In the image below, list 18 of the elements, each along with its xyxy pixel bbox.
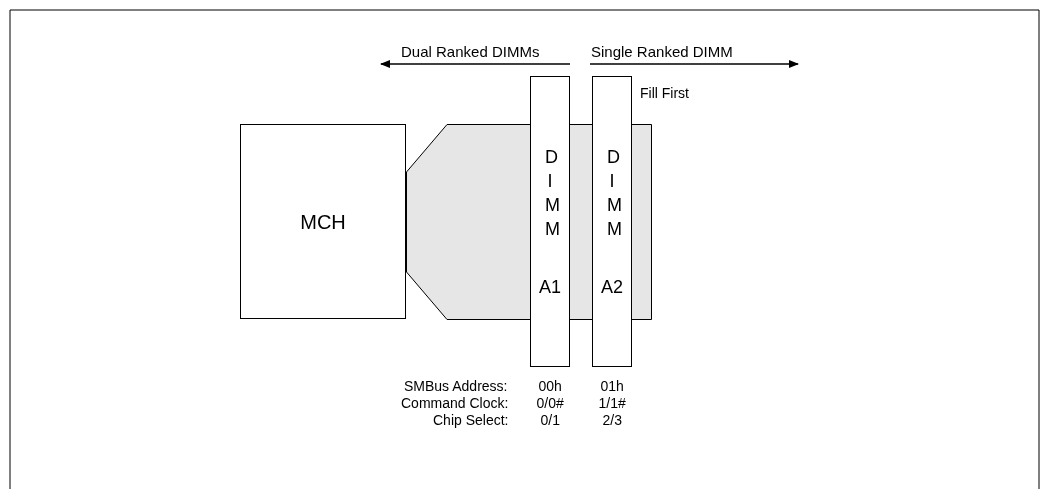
row-heading: Chip Select:: [433, 412, 509, 428]
table-value: 2/3: [602, 412, 622, 428]
slot-label: A1: [539, 276, 561, 299]
group-heading: Single Ranked DIMM: [591, 44, 733, 60]
dimm-slot: [592, 76, 632, 367]
dimm-slot: [530, 76, 570, 367]
chip-label: MCH: [299, 211, 347, 233]
table-value: 01h: [600, 378, 624, 394]
row-heading: SMBus Address:: [404, 378, 508, 394]
table-value: 1/1#: [598, 395, 626, 411]
table-value: 0/0#: [536, 395, 564, 411]
node-caption: Fill First: [640, 85, 689, 101]
table-value: 0/1: [540, 412, 560, 428]
slot-label: A2: [601, 276, 623, 299]
chip-box: [240, 124, 406, 319]
group-heading: Dual Ranked DIMMs: [401, 44, 540, 60]
row-heading: Command Clock:: [401, 395, 509, 411]
table-value: 00h: [538, 378, 562, 394]
